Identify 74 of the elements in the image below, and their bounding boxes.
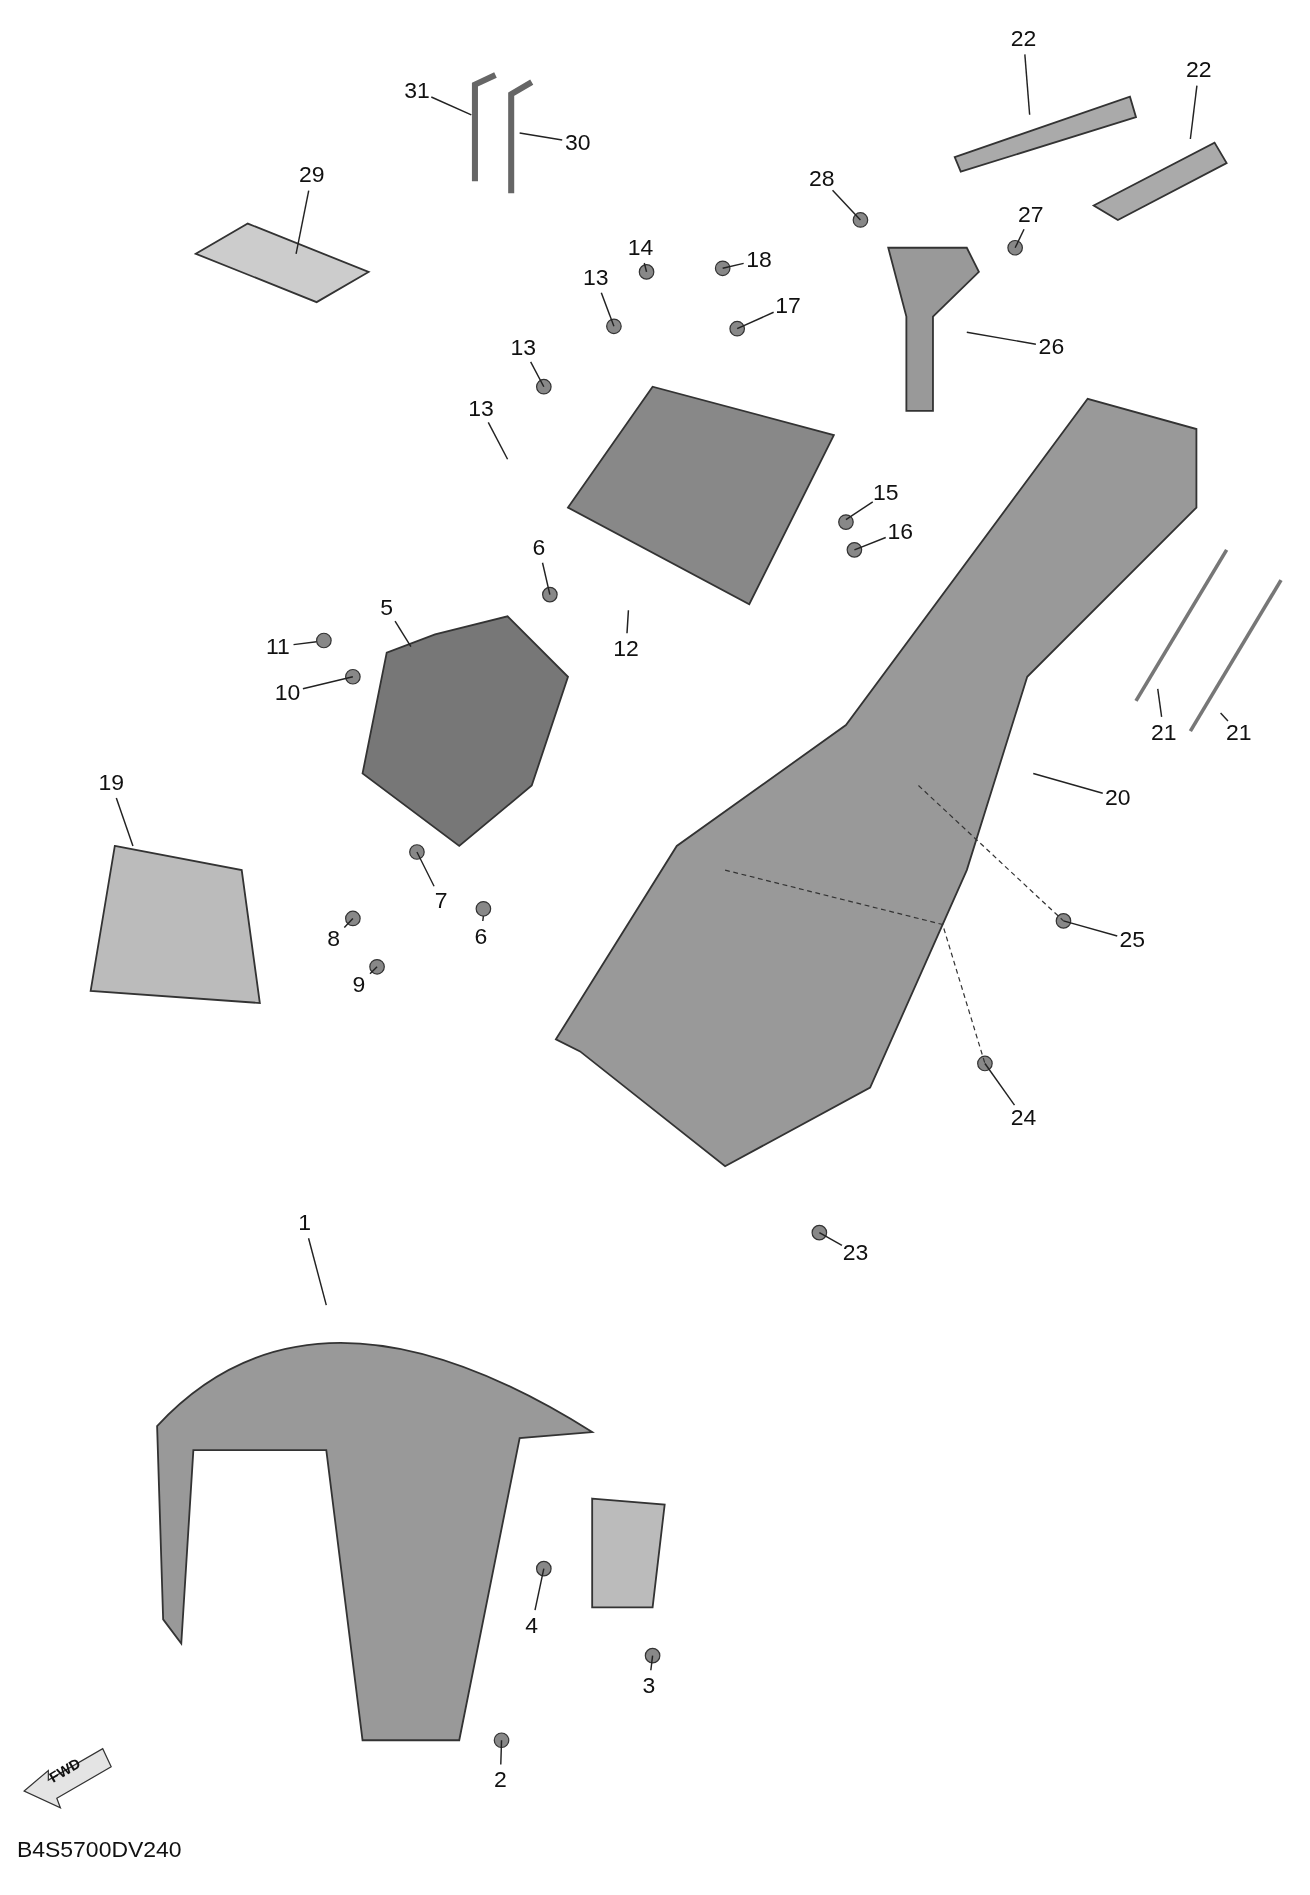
- callout-number: 17: [775, 293, 801, 318]
- leader-line: [643, 262, 648, 273]
- callout-number: 22: [1186, 58, 1212, 83]
- leader-line: [292, 641, 318, 646]
- callout-number: 27: [1018, 203, 1044, 228]
- leader-line: [482, 915, 485, 922]
- leader-line: [626, 609, 630, 634]
- leader-line: [115, 797, 134, 847]
- leader-line: [984, 1062, 1016, 1106]
- leader-line: [721, 262, 745, 269]
- callout-number: 21: [1151, 720, 1177, 745]
- leader-line: [295, 189, 310, 255]
- callout-number: 1: [298, 1210, 311, 1236]
- leader-line: [1014, 228, 1025, 249]
- leader-line: [518, 132, 563, 141]
- callout-number: 13: [510, 335, 537, 361]
- callout-number: 19: [98, 771, 124, 796]
- callout-number: 30: [564, 130, 591, 155]
- callout-number: 29: [299, 163, 325, 188]
- callout-number: 21: [1225, 720, 1252, 745]
- callout-number: 16: [887, 519, 914, 544]
- callout-number: 5: [380, 595, 394, 620]
- leader-line: [500, 1739, 503, 1766]
- callout-number: 2: [493, 1768, 507, 1793]
- diagram-code: B4S5700DV240: [16, 1836, 182, 1864]
- leader-line: [1219, 712, 1229, 722]
- callout-number: 22: [1010, 26, 1037, 51]
- callout-number: 8: [327, 926, 340, 952]
- leader-line: [966, 331, 1037, 345]
- callout-number: 26: [1038, 334, 1065, 359]
- callout-number: 13: [468, 396, 494, 421]
- leader-line: [600, 291, 615, 328]
- leader-line: [487, 421, 509, 460]
- callout-number: 3: [642, 1673, 656, 1698]
- leader-line: [430, 96, 473, 116]
- leader-line: [1062, 920, 1118, 937]
- callout-number: 4: [525, 1613, 539, 1638]
- callout-number: 23: [842, 1241, 869, 1266]
- callout-number: 18: [746, 247, 772, 272]
- callout-number: 12: [613, 636, 639, 662]
- leader-line: [343, 917, 354, 929]
- leader-line: [650, 1654, 654, 1671]
- callout-number: 9: [352, 972, 366, 997]
- callout-number: 24: [1010, 1105, 1037, 1130]
- callout-number: 25: [1119, 928, 1146, 953]
- leader-line: [736, 311, 775, 330]
- leader-line: [307, 1237, 328, 1306]
- leader-line: [416, 851, 435, 887]
- leader-line: [1157, 688, 1163, 718]
- leader-line: [831, 189, 862, 221]
- leader-line: [1024, 53, 1031, 116]
- callout-number: 28: [809, 166, 835, 191]
- direction-label: FWD: [46, 1754, 84, 1787]
- callout-number: 10: [274, 680, 301, 705]
- callout-number: 14: [627, 235, 654, 260]
- callout-number: 15: [873, 481, 899, 506]
- leader-line: [369, 966, 378, 975]
- leader-line: [853, 536, 887, 551]
- leader-line: [302, 676, 354, 690]
- callout-number: 31: [404, 78, 430, 103]
- callout-number: 20: [1105, 785, 1131, 810]
- leader-line: [541, 562, 551, 596]
- callout-number: 7: [434, 888, 448, 913]
- leader-line: [1032, 772, 1104, 794]
- leader-line: [529, 361, 545, 388]
- callout-number: 11: [266, 634, 290, 659]
- leader-line: [534, 1567, 545, 1611]
- leader-line: [818, 1231, 843, 1247]
- callout-number: 13: [583, 265, 609, 291]
- leader-line: [394, 620, 412, 648]
- leader-line: [1189, 84, 1198, 140]
- leader-line: [845, 501, 874, 521]
- callout-number: 6: [474, 924, 488, 949]
- callout-number: 6: [532, 535, 546, 560]
